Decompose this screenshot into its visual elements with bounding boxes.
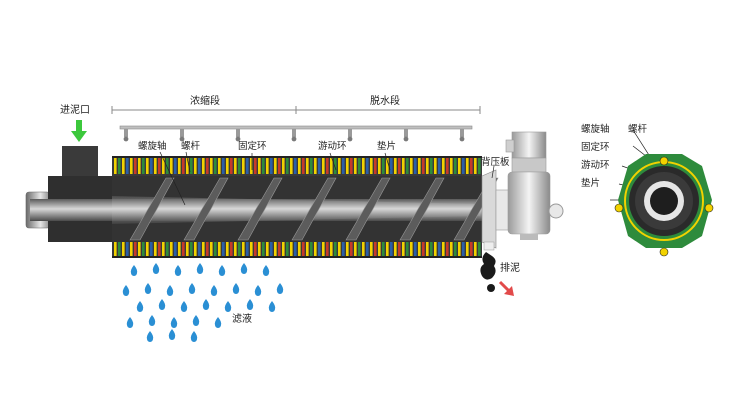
moving-ring-label: 游动环 [318,141,347,153]
inlet-label: 进泥口 [60,105,90,117]
section-label-dewater: 脱水段 [370,96,400,108]
screw-rod-label: 螺杆 [181,141,200,153]
section-brackets [112,106,480,114]
back-plate-label: 背压板 [481,157,510,169]
xs-moving-ring-label: 游动环 [581,160,610,172]
filtrate-drops [123,263,283,342]
screw-shaft-label: 螺旋轴 [138,141,167,153]
xs-spacer-label: 垫片 [581,178,600,190]
cross-section-view [615,154,713,256]
sludge-out-label: 排泥 [500,263,520,275]
drive-motor [506,132,563,240]
xs-screw-shaft-label: 螺旋轴 [581,124,610,136]
sludge-arrow-icon [500,282,514,296]
section-label-thicken: 浓缩段 [190,96,220,108]
xs-fixed-ring-label: 固定环 [581,142,610,154]
fixed-ring-label: 固定环 [238,141,267,153]
spray-pipe [120,126,472,141]
back-pressure-plate [482,170,510,248]
spacer-label: 垫片 [377,141,396,153]
xs-screw-rod-label: 螺杆 [628,124,647,136]
screw-drum [30,156,500,258]
sludge-discharge [480,242,495,292]
inlet-arrow-icon [71,120,87,142]
filtrate-label: 滤液 [232,314,252,326]
